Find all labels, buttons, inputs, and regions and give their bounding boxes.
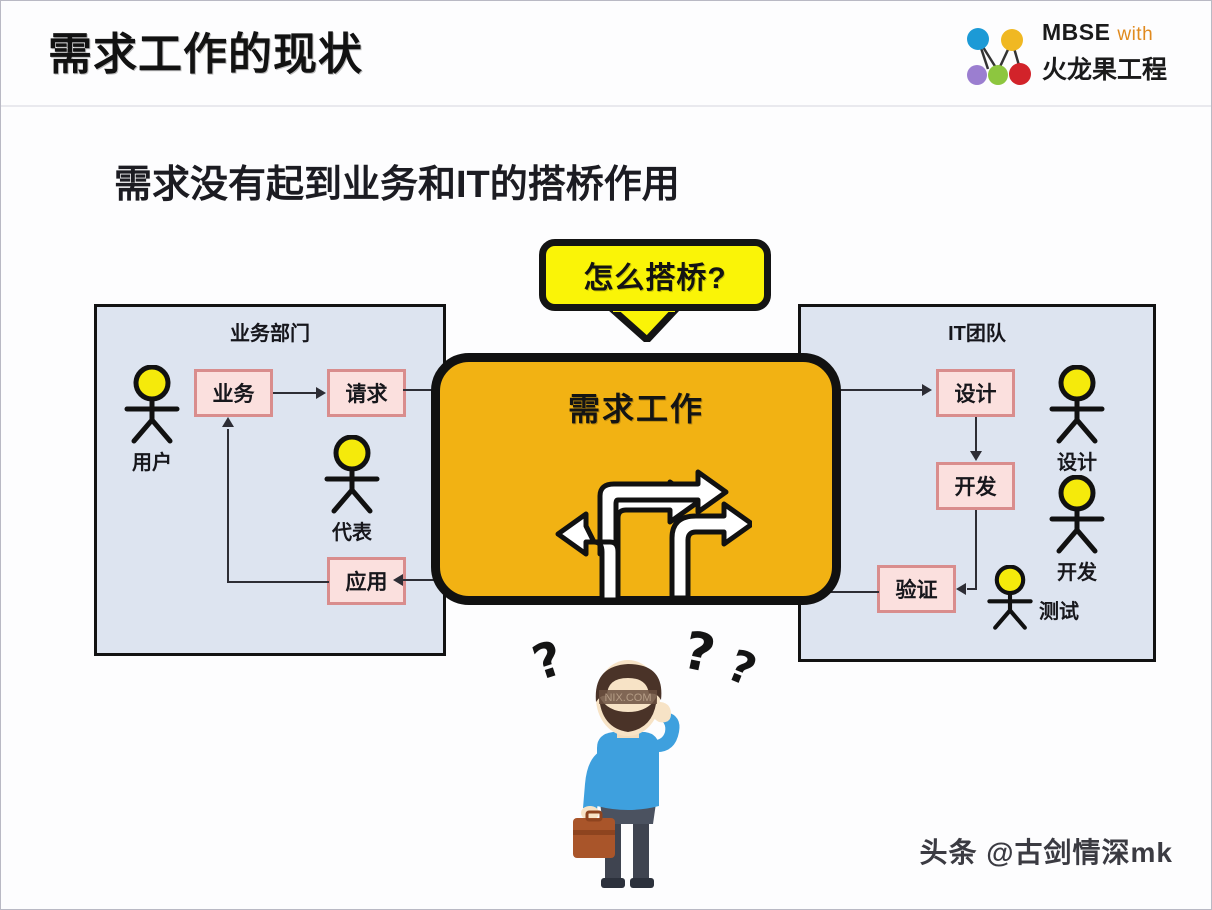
callout-tail <box>607 304 681 347</box>
actor-representative: 代表 <box>319 435 385 545</box>
question-mark-right: ? <box>720 640 764 697</box>
arrowhead-design-to-development <box>970 451 982 461</box>
actor-designer: 设计 <box>1044 365 1110 475</box>
connector-verification-to-center <box>829 591 879 593</box>
requirements-work-title: 需求工作 <box>567 391 704 427</box>
logo-text: MBSE with 火龙果工程 <box>1042 19 1182 86</box>
actor-user: 用户 <box>119 365 185 475</box>
logo-line-two: 火龙果工程 <box>1042 56 1168 84</box>
connector-business-to-request <box>273 392 317 394</box>
logo-with-text: with <box>1117 24 1154 45</box>
page-title: 需求工作的现状 <box>48 30 363 79</box>
process-box-application: 应用 <box>327 557 406 605</box>
title-divider <box>1 105 1211 107</box>
slide-subtitle: 需求没有起到业务和IT的搭桥作用 <box>114 164 680 206</box>
process-box-development: 开发 <box>936 462 1015 510</box>
arrowhead-center-to-design <box>922 384 932 396</box>
process-box-request-label: 请求 <box>345 383 388 406</box>
how-to-bridge-callout: 怎么搭桥? <box>539 239 771 311</box>
process-box-design-label: 设计 <box>954 383 997 406</box>
watermark-text: 头条 @古剑情深mk <box>919 837 1173 868</box>
process-box-development-label: 开发 <box>954 476 997 499</box>
actor-designer-label: 设计 <box>1057 452 1097 474</box>
arrowhead-development-to-verification <box>956 583 966 595</box>
connector-development-to-verification-v <box>975 510 977 589</box>
confused-person-illustration: NIX.COM <box>553 656 703 901</box>
branching-arrows-icon <box>552 450 755 615</box>
brand-logo: MBSE with 火龙果工程 <box>964 19 1179 97</box>
process-box-application-label: 应用 <box>345 571 388 594</box>
callout-text: 怎么搭桥? <box>583 262 727 295</box>
connector-center-to-application <box>401 579 441 581</box>
connector-application-to-business-h <box>227 581 329 583</box>
svg-text:NIX.COM: NIX.COM <box>604 692 651 704</box>
arrowhead-application-to-business <box>222 417 234 427</box>
actor-developer: 开发 <box>1044 475 1110 585</box>
actor-tester: 测试 <box>981 565 1079 631</box>
actor-tester-label: 测试 <box>1039 601 1079 623</box>
requirements-work-box: 需求工作 <box>431 353 841 605</box>
logo-mark-icon <box>964 25 1034 91</box>
arrowhead-business-to-request <box>316 387 326 399</box>
process-box-verification-label: 验证 <box>895 579 938 602</box>
question-mark-middle: ? <box>678 620 721 686</box>
business-department-panel: 业务部门 用户 业务 请求 <box>94 304 446 656</box>
connector-development-to-verification-h <box>967 588 977 590</box>
connector-design-to-development <box>975 417 977 452</box>
business-panel-title: 业务部门 <box>230 323 310 345</box>
connector-application-to-business-v <box>227 429 229 581</box>
process-box-business-label: 业务 <box>212 383 255 406</box>
process-box-business: 业务 <box>194 369 273 417</box>
actor-user-label: 用户 <box>132 452 172 474</box>
actor-developer-label: 开发 <box>1057 562 1097 584</box>
process-box-verification: 验证 <box>877 565 956 613</box>
logo-mbse-text: MBSE <box>1042 19 1111 45</box>
it-team-panel: IT团队 设计 开发 验证 设计 <box>798 304 1156 662</box>
actor-representative-label: 代表 <box>332 522 372 544</box>
arrowhead-center-to-application <box>393 574 403 586</box>
logo-line-one: MBSE with <box>1042 19 1182 46</box>
connector-request-to-center <box>403 389 443 391</box>
process-box-request: 请求 <box>327 369 406 417</box>
it-panel-title: IT团队 <box>948 323 1006 345</box>
connector-center-to-design <box>833 389 925 391</box>
process-box-design: 设计 <box>936 369 1015 417</box>
